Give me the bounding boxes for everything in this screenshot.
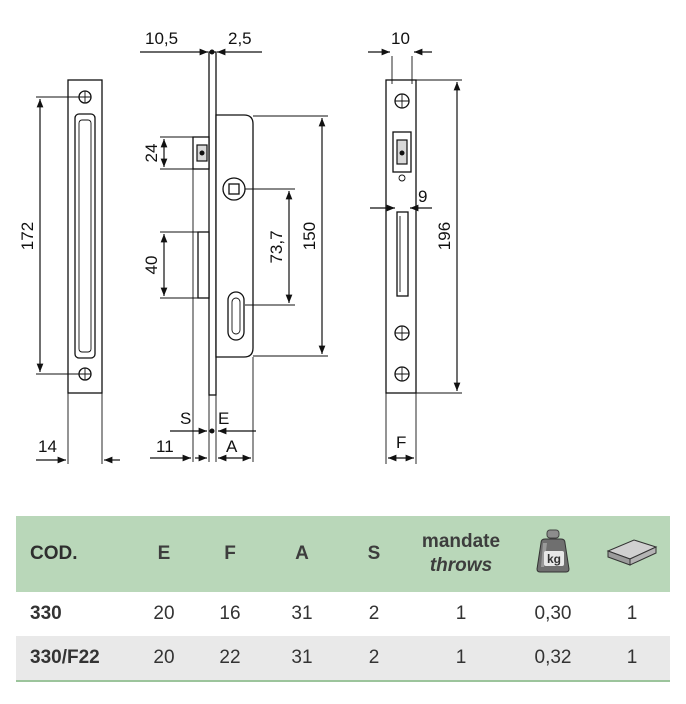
cell-f: 16: [219, 603, 241, 624]
cell-f: 22: [194, 636, 266, 682]
technical-drawing: 172 14 10,5 2,5 2: [18, 29, 462, 464]
cell-a: 31: [291, 603, 313, 624]
dim-2-5: 2,5: [228, 29, 252, 48]
header-throws-line1: mandate: [421, 531, 501, 552]
dim-196: 196: [435, 222, 454, 250]
spec-table: COD. E F A S mandate throws kg: [16, 516, 670, 682]
cell-e: 20: [153, 603, 175, 624]
dim-10: 10: [391, 29, 410, 48]
dim-9: 9: [418, 187, 427, 206]
dim-e: E: [218, 409, 229, 428]
package-icon: [606, 539, 658, 566]
cell-code: 330/F22: [16, 636, 134, 682]
dim-150: 150: [300, 222, 319, 250]
cell-s: 2: [338, 636, 410, 682]
header-throws: mandate throws: [410, 516, 512, 592]
weight-icon: kg: [536, 529, 570, 573]
cell-weight: 0,30: [534, 603, 572, 624]
header-s: S: [338, 516, 410, 592]
strike-plate-front-view: 172 14: [18, 79, 120, 464]
lock-front-view: 10 9 196 F: [368, 29, 462, 464]
dim-14: 14: [38, 437, 57, 456]
cell-s: 2: [368, 603, 380, 624]
table-header-row: COD. E F A S mandate throws kg: [16, 516, 670, 592]
screw-icon: [394, 93, 410, 109]
dim-11: 11: [156, 437, 174, 456]
header-throws-line2: throws: [429, 555, 493, 576]
cell-weight: 0,32: [512, 636, 594, 682]
dim-172: 172: [18, 222, 37, 250]
dim-a: A: [226, 437, 238, 456]
cell-code: 330: [30, 603, 62, 624]
cell-throws: 1: [410, 636, 512, 682]
cell-e: 20: [134, 636, 194, 682]
header-code: COD.: [16, 516, 134, 592]
dim-40: 40: [142, 256, 161, 275]
table-row: 330/F22 20 22 31 2 1 0,32 1: [16, 636, 670, 682]
table-row: 330 20 16 31 2 1 0,30 1: [16, 592, 670, 636]
header-a: A: [266, 516, 338, 592]
header-weight: kg: [512, 516, 594, 592]
header-f: F: [194, 516, 266, 592]
screw-icon: [78, 367, 92, 381]
cell-throws: 1: [455, 603, 467, 624]
header-e: E: [134, 516, 194, 592]
lock-body-side-view: 10,5 2,5 24 40 73,7 150 S E: [140, 29, 328, 462]
weight-icon-text: kg: [547, 552, 561, 566]
header-package: [594, 516, 670, 592]
cell-a: 31: [266, 636, 338, 682]
screw-icon: [78, 90, 92, 104]
dim-f: F: [396, 433, 406, 452]
screw-icon: [394, 366, 410, 382]
dim-10-5: 10,5: [145, 29, 178, 48]
screw-icon: [394, 325, 410, 341]
dim-s: S: [180, 409, 191, 428]
dim-73-7: 73,7: [267, 230, 286, 263]
cell-pack: 1: [626, 603, 638, 624]
cell-pack: 1: [594, 636, 670, 682]
dim-24: 24: [142, 144, 161, 163]
